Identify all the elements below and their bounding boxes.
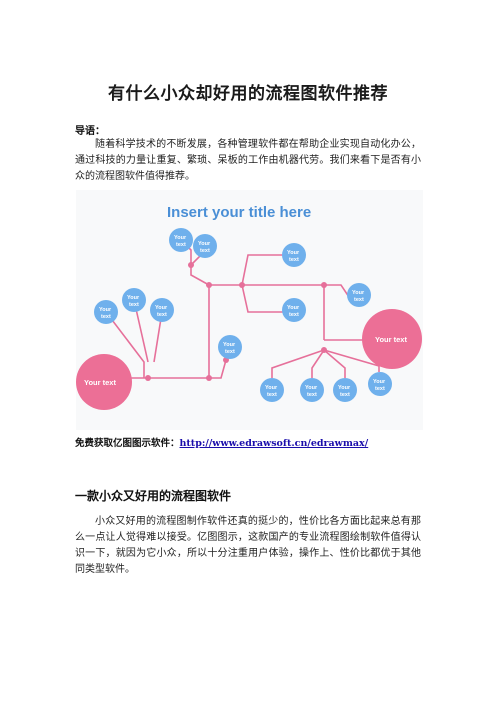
node-6: Your text [122,288,146,312]
node-8: Your text [150,298,174,322]
node-9: Your text [218,335,242,359]
node-3: Your text [282,243,306,267]
node-7: Your text [94,300,118,324]
node-12: Your text [333,378,357,402]
node-13: Your text [368,372,392,396]
node-8-line1: Your [155,305,168,311]
node-1-line2: text [176,242,186,248]
node-2: Your text [193,234,217,258]
lead-label: 导语： [75,126,105,137]
node-13-line2: text [375,386,385,392]
section-heading: 一款小众又好用的流程图软件 [75,489,232,503]
node-4: Your text [347,283,371,307]
node-11-line2: text [307,392,317,398]
document-title: 有什么小众却好用的流程图软件推荐 [108,84,388,104]
download-label: 免费获取亿图图示软件： [75,438,180,449]
big-node-left-label: Your text [84,378,116,387]
connector-lines [105,239,380,379]
node-7-line2: text [101,314,111,320]
big-node-right-label: Your text [375,335,407,344]
node-10-line1: Your [265,385,278,391]
node-4-line2: text [354,297,364,303]
node-2-line2: text [200,248,210,254]
node-13-line1: Your [373,379,386,385]
big-node-right: Your text [362,309,422,369]
node-5-line2: text [289,312,299,318]
node-2-line1: Your [198,241,211,247]
mind-map-svg: Insert your title here [76,190,423,430]
node-7-line1: Your [99,307,112,313]
download-link[interactable]: http://www.edrawsoft.cn/edrawmax/ [179,438,369,449]
node-6-line1: Your [127,295,140,301]
node-12-line2: text [340,392,350,398]
node-3-line2: text [289,257,299,263]
node-1-line1: Your [174,235,187,241]
node-9-line1: Your [223,342,236,348]
junction-dots [145,262,327,381]
mind-map-illustration: Insert your title here [76,190,423,430]
node-6-line2: text [129,302,139,308]
node-8-line2: text [157,312,167,318]
node-5-line1: Your [287,305,300,311]
big-node-left: Your text [76,354,132,410]
intro-paragraph: 随着科学技术的不断发展，各种管理软件都在帮助企业实现自动化办公，通过科技的力量让… [75,139,421,182]
node-1: Your text [169,228,193,252]
node-11-line1: Your [305,385,318,391]
section-paragraph: 小众又好用的流程图制作软件还真的挺少的，性价比各方面比起来总有那么一点让人觉得难… [75,516,421,575]
node-12-line1: Your [338,385,351,391]
node-9-line2: text [225,349,235,355]
node-4-line1: Your [352,290,365,296]
diagram-title: Insert your title here [167,204,311,221]
node-10-line2: text [267,392,277,398]
node-5: Your text [282,298,306,322]
node-10: Your text [260,378,284,402]
node-11: Your text [300,378,324,402]
download-line: 免费获取亿图图示软件：http://www.edrawsoft.cn/edraw… [75,435,368,449]
node-3-line1: Your [287,250,300,256]
